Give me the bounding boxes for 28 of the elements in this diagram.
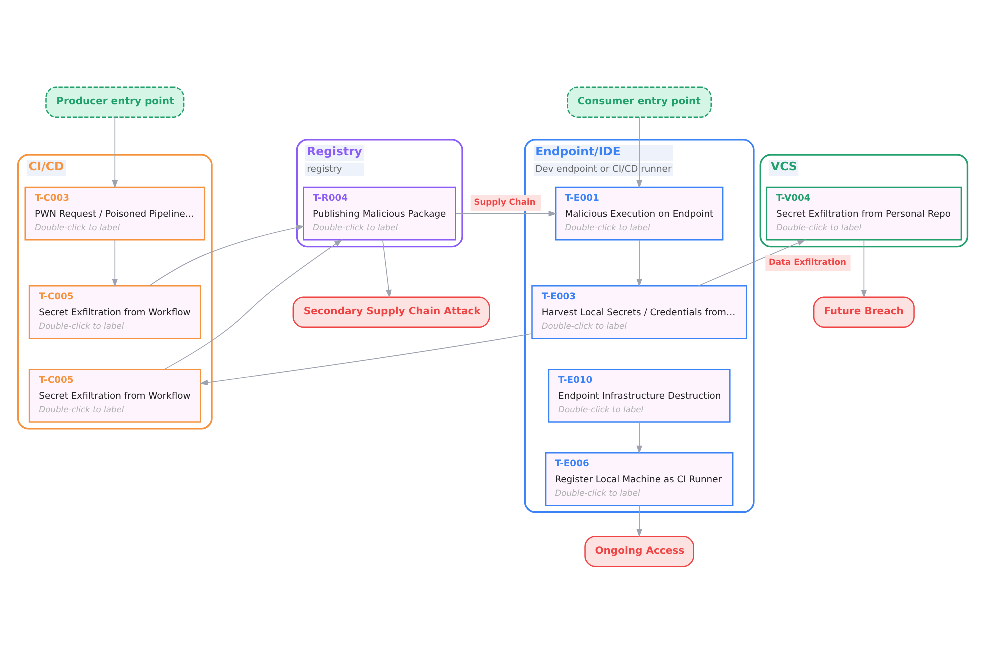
arrow (636, 239, 642, 287)
arrow (164, 238, 343, 370)
node-box: T-R004 Publishing Malicious Package Double-click to label (303, 186, 456, 240)
node-box: T-E010 Endpoint Infrastructure Destruction Double-click to label (548, 368, 731, 422)
node-box: T-C005 Secret Exfiltration from Workflow Double-click to label (28, 284, 202, 339)
arrow (112, 239, 118, 287)
node-box: T-E003 Harvest Local Secrets / Credentials from… Double-click to label (532, 284, 748, 339)
node-box: Consumer entry point (567, 86, 712, 118)
node-box: T-C005 Secret Exfiltration from Workflow Double-click to label (28, 368, 202, 422)
arrow (698, 239, 806, 286)
arrow (112, 116, 118, 188)
node-box: Secondary Supply Chain Attack (292, 296, 490, 328)
arrow (636, 116, 642, 188)
node-box: T-E006 Register Local Machine as CI Runner Double-click to label (545, 452, 734, 506)
node-box: Producer entry point (46, 86, 185, 118)
arrow (382, 239, 392, 298)
arrow (861, 239, 868, 298)
arrow (456, 210, 558, 216)
arrow (149, 224, 305, 286)
edge-label: Data Exfiltration (768, 256, 846, 266)
arrow (636, 504, 642, 537)
node-box: T-C003 PWN Request / Poisoned Pipeline… Double-click to label (24, 186, 206, 240)
node-box: T-V004 Secret Exfiltration from Personal Repo Double-click to label (766, 186, 962, 240)
node-box: T-E001 Malicious Execution on Endpoint Double-click to label (555, 186, 724, 240)
arrow (636, 421, 642, 454)
arrow (200, 332, 533, 386)
node-box: Ongoing Access (584, 535, 694, 567)
node-box: Future Breach (813, 296, 915, 328)
